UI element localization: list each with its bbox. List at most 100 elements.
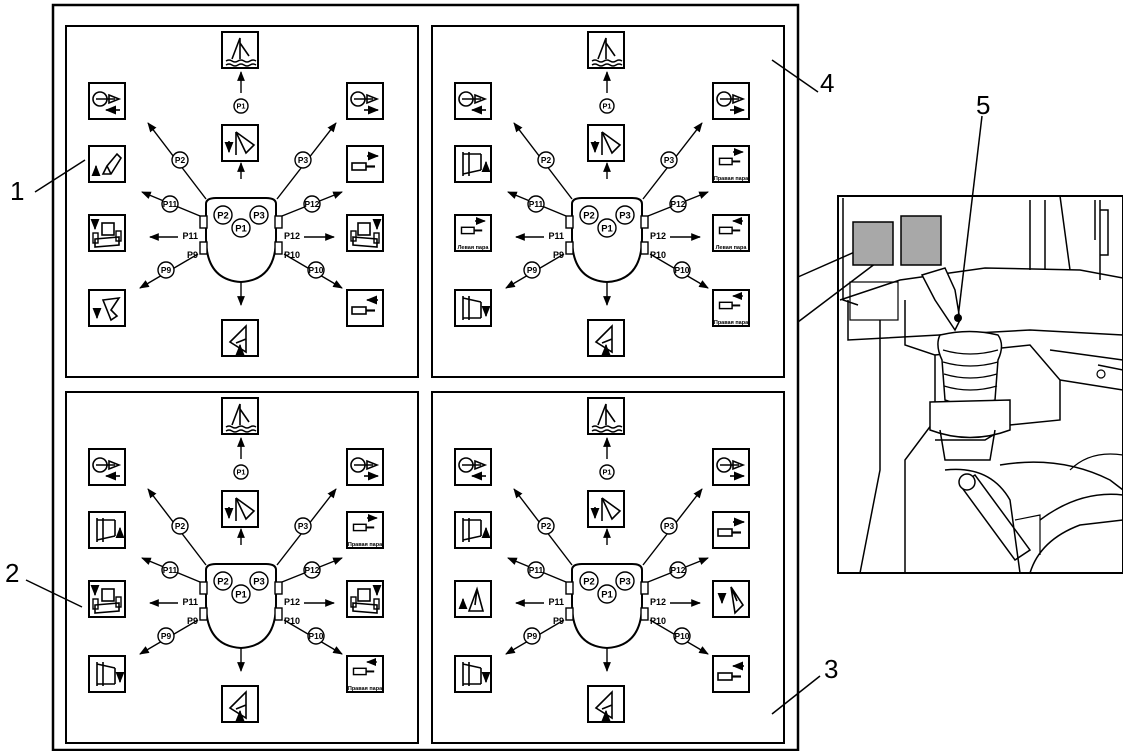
- svg-text:P9: P9: [161, 265, 172, 275]
- port-label-circle: P11: [528, 562, 544, 578]
- port-label-circle: P9: [158, 262, 174, 278]
- frame-up-icon: [455, 512, 491, 548]
- frame-down-icon: [89, 656, 125, 692]
- lower-icon: [222, 125, 258, 161]
- side-button-label: P10: [284, 250, 300, 260]
- callout-1: 1: [10, 178, 24, 204]
- hitch-down-icon: [89, 290, 125, 326]
- port-label-circle: P10: [674, 628, 690, 644]
- port-label-circle: P9: [524, 628, 540, 644]
- svg-text:P12: P12: [671, 199, 686, 209]
- pto-fwd-icon: [713, 449, 749, 485]
- svg-text:P10: P10: [309, 631, 324, 641]
- side-button-label: P12: [650, 597, 666, 607]
- svg-text:P2: P2: [217, 576, 229, 587]
- port-label-circle: P3: [295, 518, 311, 534]
- pto-rev-icon: [89, 83, 125, 119]
- float-icon: [588, 398, 624, 434]
- side-button-label: P12: [284, 231, 300, 241]
- side-button-label: P11: [548, 597, 564, 607]
- callout-4: 4: [820, 70, 834, 96]
- port-label-circle: P1: [600, 99, 614, 113]
- svg-text:P9: P9: [527, 631, 538, 641]
- float-icon: [222, 32, 258, 68]
- svg-text:P3: P3: [253, 210, 265, 221]
- raise-icon: [222, 320, 258, 356]
- pto-rev-icon: [455, 449, 491, 485]
- svg-text:P10: P10: [675, 265, 690, 275]
- svg-text:P12: P12: [305, 565, 320, 575]
- pto-rev-icon: [455, 83, 491, 119]
- icon-caption: Правая пара: [348, 542, 383, 548]
- port-label-circle: P1: [598, 585, 616, 603]
- svg-text:P3: P3: [253, 576, 265, 587]
- svg-text:P1: P1: [601, 223, 613, 234]
- tilt-left-icon: [89, 581, 125, 617]
- port-label-circle: P2: [172, 518, 188, 534]
- port-label-circle: P2: [580, 206, 598, 224]
- callout-2: 2: [5, 560, 19, 586]
- port-label-circle: P9: [524, 262, 540, 278]
- cyl-retract-icon: [347, 290, 383, 326]
- pto-rev-icon: [89, 449, 125, 485]
- port-label-circle: P11: [162, 196, 178, 212]
- svg-text:P1: P1: [603, 468, 612, 477]
- icon-caption: Правая пара: [348, 686, 383, 692]
- svg-text:P3: P3: [298, 155, 309, 165]
- frame-up-icon: [455, 146, 491, 182]
- icon-caption: Правая пара: [714, 176, 749, 182]
- cyl-extend-icon: Правая пара: [347, 512, 383, 548]
- side-button-label: P11: [182, 231, 198, 241]
- pto-fwd-icon: [713, 83, 749, 119]
- port-label-circle: P3: [661, 152, 677, 168]
- port-label-circle: P3: [295, 152, 311, 168]
- port-label-circle: P12: [304, 562, 320, 578]
- pto-fwd-icon: [347, 449, 383, 485]
- lower-icon: [222, 491, 258, 527]
- callout-5: 5: [976, 92, 990, 118]
- cyl-extend-icon: Левая пара: [455, 215, 491, 251]
- svg-text:P2: P2: [217, 210, 229, 221]
- port-label-circle: P12: [670, 196, 686, 212]
- frame-down-icon: [455, 290, 491, 326]
- callout-3: 3: [824, 656, 838, 682]
- svg-text:P1: P1: [601, 589, 613, 600]
- raise-icon: [588, 320, 624, 356]
- side-button-label: P10: [284, 616, 300, 626]
- svg-text:P2: P2: [175, 521, 186, 531]
- svg-text:P10: P10: [675, 631, 690, 641]
- svg-text:P3: P3: [664, 521, 675, 531]
- svg-text:P12: P12: [671, 565, 686, 575]
- port-label-circle: P9: [158, 628, 174, 644]
- port-label-circle: P1: [598, 219, 616, 237]
- port-label-circle: P10: [674, 262, 690, 278]
- svg-text:P2: P2: [175, 155, 186, 165]
- side-button-label: P11: [548, 231, 564, 241]
- port-label-circle: P2: [214, 206, 232, 224]
- svg-text:P2: P2: [541, 521, 552, 531]
- icon-caption: Левая пара: [716, 245, 748, 251]
- svg-text:P1: P1: [237, 468, 246, 477]
- port-label-circle: P10: [308, 262, 324, 278]
- side-button-label: P12: [284, 597, 300, 607]
- port-label-circle: P12: [304, 196, 320, 212]
- blade-down-icon: [713, 581, 749, 617]
- svg-text:P2: P2: [583, 210, 595, 221]
- port-label-circle: P1: [232, 585, 250, 603]
- side-button-label: P9: [553, 616, 564, 626]
- svg-text:P12: P12: [305, 199, 320, 209]
- raise-icon: [588, 686, 624, 722]
- svg-text:P10: P10: [309, 265, 324, 275]
- tilt-right-icon: [347, 581, 383, 617]
- float-icon: [222, 398, 258, 434]
- label-plate-left: [853, 222, 893, 265]
- lower-icon: [588, 125, 624, 161]
- label-plate-right: [901, 216, 941, 265]
- svg-text:P1: P1: [237, 102, 246, 111]
- cab-inset-illustration: [798, 196, 1123, 573]
- svg-text:P11: P11: [163, 565, 178, 575]
- side-button-label: P10: [650, 616, 666, 626]
- svg-text:P3: P3: [664, 155, 675, 165]
- raise-icon: [222, 686, 258, 722]
